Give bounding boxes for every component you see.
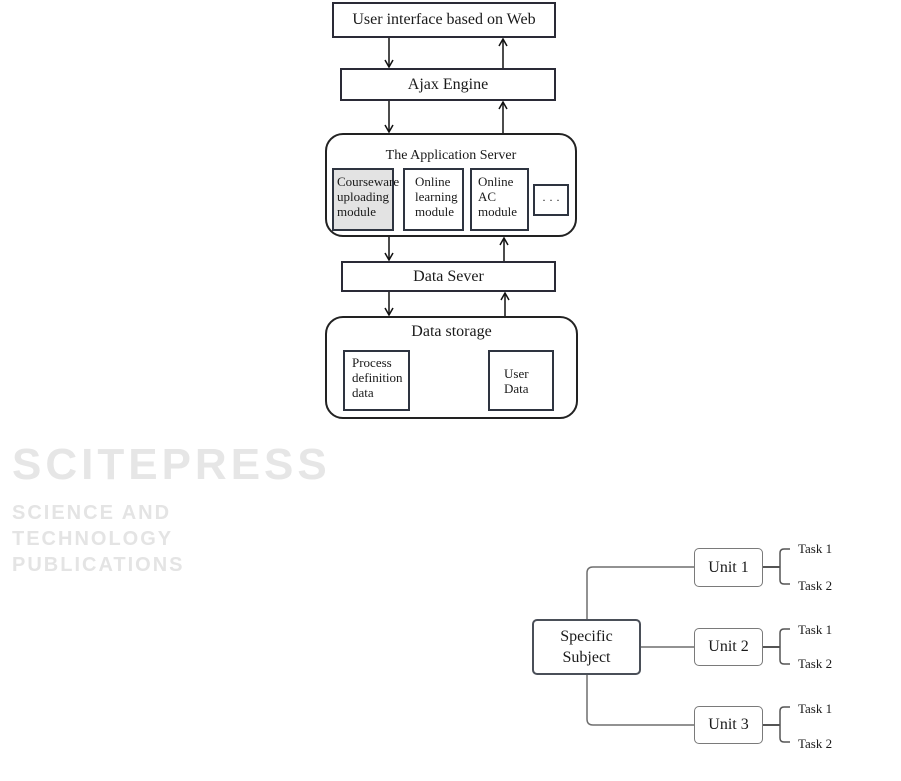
tree-root-specific-subject: Specific Subject	[532, 619, 641, 675]
bracket-unit-3	[763, 706, 790, 743]
module-more-ellipsis: · · ·	[533, 184, 569, 216]
bracket-unit-2	[763, 628, 790, 665]
data-storage-container: Data storage Process definition data Use…	[325, 316, 578, 419]
root-line: Subject	[562, 649, 611, 666]
module-line: learning	[415, 189, 458, 204]
unit-label: Unit 2	[708, 638, 749, 655]
module-line: Courseware	[337, 174, 400, 189]
root-line: Specific	[560, 628, 613, 645]
data-storage-title: Data storage	[411, 323, 492, 340]
data-server-label: Data Sever	[413, 267, 484, 285]
module-line: Online	[478, 174, 514, 189]
tree-unit-1: Unit 1	[694, 548, 763, 587]
arrowhead-down-data-storage	[384, 307, 394, 317]
unit-3-task-1: Task 1	[798, 701, 833, 716]
module-line: module	[478, 204, 517, 219]
unit-1-task-1: Task 1	[798, 541, 833, 556]
bracket-unit-1	[763, 548, 790, 585]
unit-label: Unit 1	[708, 558, 749, 576]
module-line: uploading	[337, 189, 389, 204]
arrowhead-down-ajax-app	[384, 124, 394, 134]
storage-line: definition	[352, 370, 403, 385]
unit-2-task-1: Task 1	[798, 622, 833, 637]
storage-process-definition-data: Process definition data	[343, 350, 410, 411]
tree-link-unit-1	[586, 566, 694, 619]
app-server-container: The Application Server Courseware upload…	[325, 133, 577, 237]
module-line: module	[337, 204, 376, 219]
ajax-engine-label: Ajax Engine	[407, 75, 489, 93]
tree-link-unit-3	[586, 675, 694, 726]
ui-layer-box: User interface based on Web	[332, 2, 556, 38]
storage-line: Process	[352, 355, 392, 370]
module-line: module	[415, 204, 454, 219]
arrowhead-up-app-ajax	[498, 100, 508, 110]
unit-1-task-2: Task 2	[798, 578, 833, 593]
data-server-box: Data Sever	[341, 261, 556, 292]
ui-layer-label: User interface based on Web	[352, 11, 536, 28]
tree-unit-3: Unit 3	[694, 706, 763, 744]
arrowhead-down-ui-ajax	[384, 59, 394, 69]
module-courseware-uploading: Courseware uploading module	[332, 168, 400, 231]
arrowhead-up-data-app	[499, 236, 509, 246]
arrowhead-up-ajax-ui	[498, 37, 508, 47]
app-server-title: The Application Server	[385, 148, 517, 163]
storage-line: data	[352, 385, 374, 400]
unit-2-task-2: Task 2	[798, 656, 833, 671]
unit-label: Unit 3	[708, 716, 749, 733]
module-line: Online	[415, 174, 451, 189]
module-online-learning: Online learning module	[403, 168, 464, 231]
storage-line: Data	[504, 381, 529, 396]
tree-unit-2: Unit 2	[694, 628, 763, 666]
unit-3-task-2: Task 2	[798, 736, 833, 751]
module-line: AC	[478, 189, 497, 204]
storage-user-data: User Data	[488, 350, 554, 411]
module-online-ac: Online AC module	[470, 168, 529, 231]
ellipsis-icon: · · ·	[542, 192, 560, 207]
arrowhead-up-storage-data	[500, 291, 510, 301]
arrowhead-down-app-data	[384, 252, 394, 262]
ajax-engine-box: Ajax Engine	[340, 68, 556, 101]
storage-line: User	[504, 366, 529, 381]
